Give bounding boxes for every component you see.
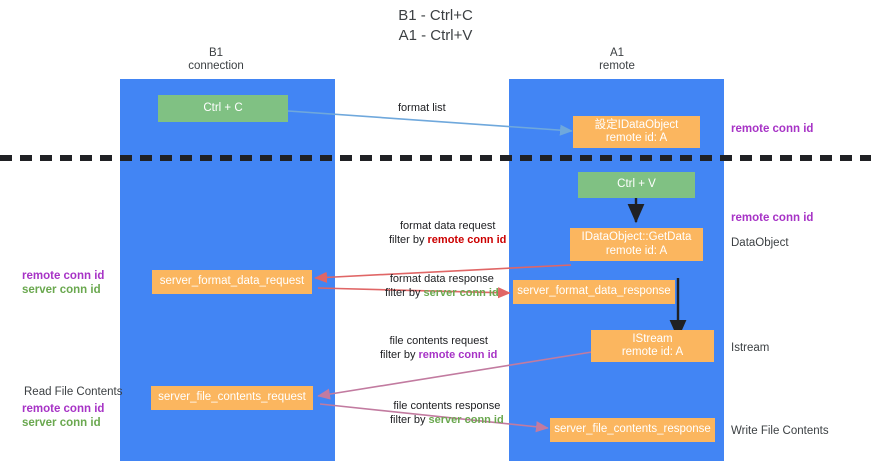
label-remote-conn-id-mid: remote conn id xyxy=(731,212,814,224)
node-server-format-data-response[interactable]: server_format_data_response xyxy=(513,280,675,304)
edge-label-format-data-response: format data response filter by server co… xyxy=(385,272,499,300)
label-data-object: DataObject xyxy=(731,237,789,249)
node-getdata-line1: IDataObject::GetData xyxy=(581,231,692,243)
node-ctrl-c[interactable]: Ctrl + C xyxy=(158,95,288,122)
edge-label-fdreq-prefix: filter by xyxy=(389,234,428,246)
node-ctrl-v-label: Ctrl + V xyxy=(617,178,656,191)
phase-divider xyxy=(0,155,871,161)
edge-format-list xyxy=(273,109,573,136)
edge-label-fcreq-line1: file contents request xyxy=(389,335,488,347)
node-server-format-data-request[interactable]: server_format_data_request xyxy=(152,270,312,294)
label-left-remote-conn-id-2: remote conn id xyxy=(22,403,105,415)
edge-label-fdresp-prefix: filter by xyxy=(385,287,424,299)
node-idataobject-getdata[interactable]: IDataObject::GetData remote id: A xyxy=(570,228,703,261)
column-header-a1: A1 remote xyxy=(517,47,717,73)
edge-label-fdreq-line1: format data request xyxy=(399,220,496,232)
node-format-response-label: server_format_data_response xyxy=(517,285,671,298)
node-server-file-contents-response[interactable]: server_file_contents_response xyxy=(550,418,715,442)
label-left-server-conn-id-2: server conn id xyxy=(22,417,101,429)
edge-label-fdresp-line2: filter by server conn id xyxy=(385,286,499,300)
node-ctrl-v[interactable]: Ctrl + V xyxy=(578,172,695,198)
label-left-server-conn-id-1: server conn id xyxy=(22,284,101,296)
node-server-file-contents-request[interactable]: server_file_contents_request xyxy=(151,386,313,410)
node-getdata-line2: remote id: A xyxy=(605,244,668,257)
node-idataobject-remote[interactable]: 設定IDataObject remote id: A xyxy=(573,116,700,148)
label-write-file-contents: Write File Contents xyxy=(731,425,829,437)
edge-label-fdreq-accent: remote conn id xyxy=(427,234,507,246)
edge-format-data-request xyxy=(314,264,572,283)
edge-file-contents-response xyxy=(319,403,549,433)
edge-label-fcresp-accent: server conn id xyxy=(428,414,504,426)
node-idataobject-line1: 設定IDataObject xyxy=(594,118,679,131)
column-header-b1-name: B1 xyxy=(208,47,224,59)
edge-file-contents-request xyxy=(317,351,593,400)
edge-label-format-list-text: format list xyxy=(398,102,446,114)
label-remote-conn-id-top: remote conn id xyxy=(731,123,814,135)
edge-label-fdresp-accent: server conn id xyxy=(423,287,499,299)
node-istream-line2: remote id: A xyxy=(621,346,684,358)
edge-label-fcreq-accent: remote conn id xyxy=(418,349,498,361)
edge-label-format-list: format list xyxy=(398,101,446,115)
page-title: B1 - Ctrl+C A1 - Ctrl+V xyxy=(0,6,871,46)
node-istream[interactable]: IStream remote id: A xyxy=(591,330,714,362)
label-read-file-contents: Read File Contents xyxy=(24,386,123,398)
label-left-remote-conn-id-1: remote conn id xyxy=(22,270,105,282)
edge-label-file-contents-request: file contents request filter by remote c… xyxy=(380,334,497,362)
edge-label-fdresp-line1: format data response xyxy=(389,273,494,285)
node-file-request-label: server_file_contents_request xyxy=(158,391,306,404)
node-ctrl-c-label: Ctrl + C xyxy=(203,101,243,114)
node-istream-line1: IStream xyxy=(632,332,673,345)
column-header-a1-sub: remote xyxy=(599,60,635,72)
title-line-2: A1 - Ctrl+V xyxy=(398,27,473,44)
edge-format-data-response xyxy=(317,287,511,299)
edge-label-file-contents-response: file contents response filter by server … xyxy=(390,399,504,427)
node-file-response-label: server_file_contents_response xyxy=(554,423,711,436)
edge-label-fcreq-prefix: filter by xyxy=(380,349,419,361)
edge-label-fcreq-line2: filter by remote conn id xyxy=(380,348,497,362)
edge-label-fcresp-line2: filter by server conn id xyxy=(390,413,504,427)
edge-label-format-data-request: format data request filter by remote con… xyxy=(389,219,506,247)
title-line-1: B1 - Ctrl+C xyxy=(398,7,473,24)
label-istream: Istream xyxy=(731,342,770,354)
edge-label-fcresp-line1: file contents response xyxy=(393,400,501,412)
column-header-b1: B1 connection xyxy=(116,47,316,73)
column-header-b1-sub: connection xyxy=(188,60,244,72)
edge-label-fdreq-line2: filter by remote conn id xyxy=(389,233,506,247)
node-idataobject-line2: remote id: A xyxy=(605,132,668,144)
column-header-a1-name: A1 xyxy=(609,47,625,59)
edge-label-fcresp-prefix: filter by xyxy=(390,414,429,426)
node-format-request-label: server_format_data_request xyxy=(159,275,305,288)
